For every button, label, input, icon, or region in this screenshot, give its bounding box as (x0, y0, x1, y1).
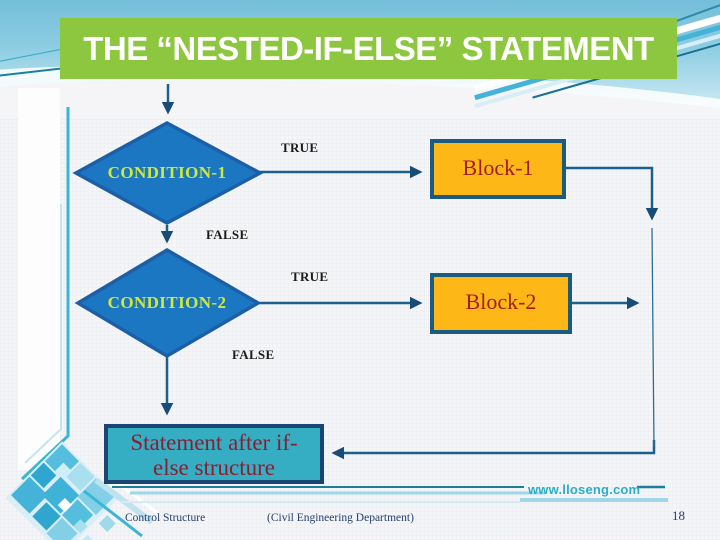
connector-block1-out (564, 166, 659, 221)
condition-2-label: CONDITION-2 (107, 293, 227, 312)
condition-2-true-label: TRUE (291, 269, 329, 284)
condition-2-diamond (74, 247, 262, 359)
block-2-label: Block-2 (465, 289, 537, 314)
page-title: THE “NESTED-IF-ELSE” STATEMENT (83, 29, 654, 67)
condition-1-true-label: TRUE (281, 140, 319, 155)
statement-label-line2: else structure (153, 455, 275, 480)
block-1-label: Block-1 (462, 155, 534, 180)
statement-box (104, 424, 324, 484)
decor-left-lines (20, 107, 70, 481)
condition-2-false-label: FALSE (232, 347, 275, 362)
footer-department: (Civil Engineering Department) (267, 512, 414, 524)
block-1-box (430, 139, 566, 199)
flow-connectors (160, 84, 659, 460)
condition-1-label: CONDITION-1 (107, 163, 227, 182)
footer-rules (112, 485, 668, 503)
footer-course-name: Control Structure (125, 512, 206, 524)
left-margin-band (18, 88, 60, 470)
watermark-url: www.lloseng.com (528, 482, 641, 497)
title-banner: THE “NESTED-IF-ELSE” STATEMENT (60, 18, 677, 79)
condition-1-diamond (72, 121, 264, 225)
connector-right-rail (651, 227, 655, 448)
condition-1-false-label: FALSE (206, 227, 249, 242)
connector-to-statement (331, 440, 656, 460)
page-number: 18 (672, 508, 685, 523)
statement-label-line1: Statement after if- (130, 430, 298, 455)
statement-label: Statement after if- else structure (110, 430, 318, 480)
block-2-box (430, 273, 572, 334)
